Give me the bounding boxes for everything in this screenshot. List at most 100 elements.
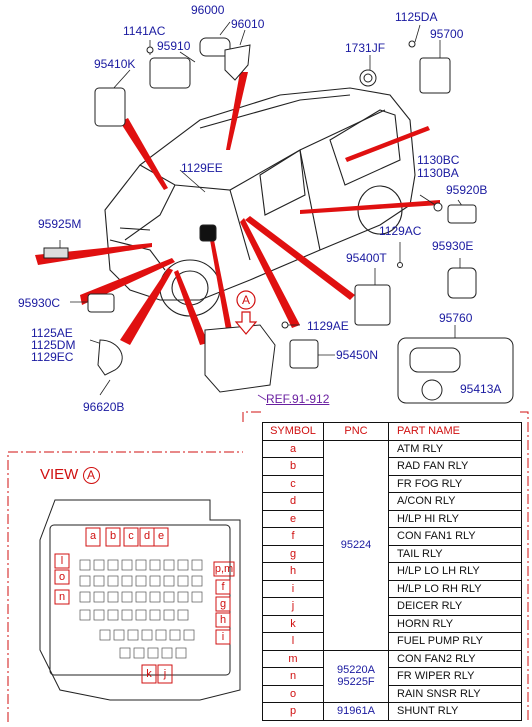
- table-row: m 95220A 95225F CON FAN2 RLY: [262, 649, 522, 703]
- table-row: h H/LP LO LH RLY: [262, 562, 522, 581]
- table-row: d A/CON RLY: [262, 492, 522, 511]
- label-95925M: 95925M: [38, 217, 82, 231]
- row-part-name: ATM RLY: [388, 439, 522, 458]
- row-symbol: l: [262, 632, 324, 651]
- row-part-name: FR FOG RLY: [388, 474, 522, 493]
- table-row: c FR FOG RLY: [262, 474, 522, 493]
- row-symbol: e: [262, 509, 324, 528]
- label-95920B: 95920B: [446, 183, 488, 197]
- row-symbol: g: [262, 544, 324, 563]
- label-95930E: 95930E: [432, 239, 474, 253]
- row-part-name: H/LP LO RH RLY: [388, 579, 522, 598]
- table-header-row: SYMBOL PNC PART NAME: [262, 422, 522, 441]
- label-1129AC: 1129AC: [379, 224, 422, 238]
- label-95700: 95700: [430, 27, 464, 41]
- fuse-label-c: c: [128, 530, 134, 542]
- label-1130BA: 1130BA: [417, 166, 459, 180]
- row-part-name: CON FAN2 RLY: [388, 649, 522, 668]
- table-row: o RAIN SNSR RLY: [262, 684, 522, 703]
- fuse-label-l: l: [60, 555, 64, 567]
- table-row: l FUEL PUMP RLY: [262, 632, 522, 651]
- table-row: a 95224 ATM RLY: [262, 439, 522, 651]
- fuse-label-h: h: [219, 614, 227, 626]
- row-part-name: TAIL RLY: [388, 544, 522, 563]
- row-symbol: h: [262, 562, 324, 581]
- row-part-name: HORN RLY: [388, 614, 522, 633]
- components: [43, 37, 514, 404]
- row-symbol: o: [262, 684, 324, 703]
- row-symbol: b: [262, 457, 324, 476]
- label-1129EE: 1129EE: [181, 161, 223, 175]
- label-95410K: 95410K: [94, 57, 136, 71]
- label-96010: 96010: [231, 17, 265, 31]
- row-part-name: RAIN SNSR RLY: [388, 684, 522, 703]
- pnc-95225F: 95225F: [337, 676, 375, 689]
- fuse-label-b: b: [109, 530, 117, 542]
- fuse-label-e: e: [157, 530, 165, 542]
- fuse-label-n: n: [58, 591, 66, 603]
- header-part-name: PART NAME: [388, 422, 522, 441]
- label-1125DM: 1125DM: [31, 338, 76, 352]
- pnc-95220A: 95220A: [337, 664, 375, 677]
- label-95413A: 95413A: [460, 382, 502, 396]
- row-part-name: A/CON RLY: [388, 492, 522, 511]
- fuse-label-j: j: [163, 668, 167, 680]
- label-95910: 95910: [157, 39, 191, 53]
- row-part-name: FUEL PUMP RLY: [388, 632, 522, 651]
- fuse-label-k: k: [146, 668, 152, 680]
- row-symbol: m: [262, 649, 324, 668]
- callout-a-letter: A: [241, 293, 250, 307]
- label-1125AE: 1125AE: [31, 326, 73, 340]
- fuse-label-o: o: [58, 571, 66, 583]
- row-symbol: k: [262, 614, 324, 633]
- fuse-label-pm: p,m: [214, 563, 234, 575]
- row-symbol: c: [262, 474, 324, 493]
- row-part-name: DEICER RLY: [388, 597, 522, 616]
- label-1731JF: 1731JF: [345, 41, 386, 55]
- pointer-wedges: [35, 72, 440, 345]
- label-95400T: 95400T: [346, 251, 387, 265]
- ref-leader: [257, 394, 267, 401]
- ref-link[interactable]: REF.91-912: [266, 392, 330, 406]
- fuse-label-g: g: [219, 598, 227, 610]
- label-1129AE: 1129AE: [307, 319, 349, 333]
- row-pnc: 95224: [323, 439, 389, 651]
- row-symbol: a: [262, 439, 324, 458]
- header-symbol: SYMBOL: [262, 422, 324, 441]
- fuse-label-i: i: [221, 631, 225, 643]
- label-1130BC: 1130BC: [417, 153, 460, 167]
- header-pnc: PNC: [323, 422, 389, 441]
- label-96000: 96000: [191, 3, 225, 17]
- label-1141AC: 1141AC: [123, 24, 166, 38]
- view-mark: A: [82, 467, 100, 484]
- fuse-label-f: f: [221, 581, 225, 593]
- callout-a-arrow: [234, 290, 258, 335]
- table-row: k HORN RLY: [262, 614, 522, 633]
- fuse-relays: [54, 527, 235, 684]
- row-part-name: H/LP HI RLY: [388, 509, 522, 528]
- table-row: j DEICER RLY: [262, 597, 522, 616]
- row-part-name: CON FAN1 RLY: [388, 527, 522, 546]
- row-symbol: n: [262, 667, 324, 686]
- row-part-name: FR WIPER RLY: [388, 667, 522, 686]
- row-symbol: j: [262, 597, 324, 616]
- table-row: f CON FAN1 RLY: [262, 527, 522, 546]
- label-95760: 95760: [439, 311, 473, 325]
- view-a-title: VIEW A: [40, 466, 100, 484]
- row-symbol: f: [262, 527, 324, 546]
- row-symbol: i: [262, 579, 324, 598]
- table-row: g TAIL RLY: [262, 544, 522, 563]
- view-frame: [7, 411, 529, 722]
- row-symbol: d: [262, 492, 324, 511]
- vehicle-outline: [104, 87, 416, 317]
- table-row: i H/LP LO RH RLY: [262, 579, 522, 598]
- label-1125DA: 1125DA: [395, 10, 438, 24]
- small-fuses: [79, 559, 203, 659]
- table-row: n FR WIPER RLY: [262, 667, 522, 686]
- fuse-label-a: a: [89, 530, 97, 542]
- row-part-name: H/LP LO LH RLY: [388, 562, 522, 581]
- label-1129EC: 1129EC: [31, 350, 74, 364]
- table-row: e H/LP HI RLY: [262, 509, 522, 528]
